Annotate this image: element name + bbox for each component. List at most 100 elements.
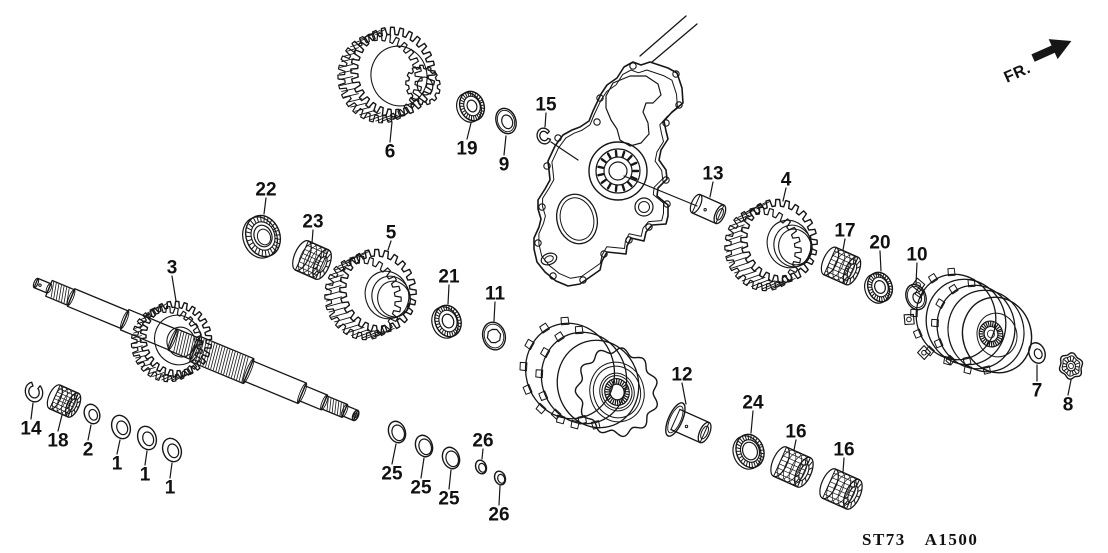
callout-13[interactable]: 13 bbox=[623, 164, 724, 207]
bearing-22 bbox=[242, 214, 282, 259]
callout-label[interactable]: 1 bbox=[112, 454, 123, 475]
callout-9[interactable]: 9 bbox=[499, 135, 510, 176]
callout-label[interactable]: 21 bbox=[438, 267, 460, 288]
gear-5 bbox=[324, 248, 417, 341]
callout-2[interactable]: 2 bbox=[83, 424, 94, 461]
callout-4[interactable]: 4 bbox=[781, 170, 792, 202]
bearing-19 bbox=[456, 90, 486, 123]
callout-25[interactable]: 25 bbox=[438, 469, 460, 510]
collar-13 bbox=[689, 193, 727, 225]
callout-label[interactable]: 7 bbox=[1032, 381, 1043, 402]
callout-label[interactable]: 4 bbox=[781, 170, 792, 191]
washer-7 bbox=[1028, 342, 1046, 364]
callout-label[interactable]: 17 bbox=[834, 221, 855, 242]
snap-ring-14 bbox=[24, 381, 44, 403]
callout-26[interactable]: 26 bbox=[472, 431, 494, 460]
callout-label[interactable]: 1 bbox=[165, 478, 176, 499]
fr-direction-indicator: FR. bbox=[1002, 39, 1072, 87]
callout-22[interactable]: 22 bbox=[255, 180, 277, 215]
callout-8[interactable]: 8 bbox=[1063, 379, 1074, 416]
callout-label[interactable]: 6 bbox=[385, 142, 396, 163]
needle-bearing-16b bbox=[819, 468, 863, 510]
bearing-24 bbox=[732, 433, 765, 470]
callout-label[interactable]: 16 bbox=[785, 422, 806, 443]
callout-label[interactable]: 8 bbox=[1063, 395, 1074, 416]
transmission-end-cover bbox=[533, 15, 698, 287]
gear-3 bbox=[130, 300, 213, 383]
ring-1b bbox=[136, 425, 158, 451]
callout-20[interactable]: 20 bbox=[869, 233, 891, 272]
callout-label[interactable]: 14 bbox=[20, 419, 42, 440]
needle-bearing-18 bbox=[46, 384, 82, 418]
callout-16[interactable]: 16 bbox=[785, 422, 807, 451]
bearing-21 bbox=[431, 304, 462, 339]
callout-25[interactable]: 25 bbox=[410, 457, 432, 499]
ring-1a bbox=[110, 414, 132, 440]
callout-11[interactable]: 11 bbox=[485, 284, 506, 322]
callout-label[interactable]: 20 bbox=[869, 233, 890, 254]
fr-label: FR. bbox=[1002, 60, 1034, 87]
callout-1[interactable]: 1 bbox=[165, 462, 176, 499]
callout-15[interactable]: 15 bbox=[535, 95, 579, 161]
needle-bearing-23 bbox=[292, 240, 332, 281]
callout-17[interactable]: 17 bbox=[834, 221, 856, 251]
callout-16[interactable]: 16 bbox=[833, 440, 855, 473]
callout-label[interactable]: 25 bbox=[438, 489, 460, 510]
callout-label[interactable]: 1 bbox=[140, 465, 151, 486]
figure-code: ST73 A1500 bbox=[862, 530, 978, 549]
callout-26[interactable]: 26 bbox=[488, 485, 510, 526]
callout-6[interactable]: 6 bbox=[385, 121, 396, 163]
callout-12[interactable]: 12 bbox=[671, 365, 693, 405]
callout-label[interactable]: 23 bbox=[302, 212, 323, 233]
callout-3[interactable]: 3 bbox=[167, 258, 178, 302]
thrust-washer-11 bbox=[481, 321, 507, 351]
callout-label[interactable]: 9 bbox=[499, 155, 510, 176]
clutch-assembly-right bbox=[903, 267, 1033, 375]
needle-bearing-17 bbox=[820, 246, 862, 286]
callout-label[interactable]: 11 bbox=[485, 284, 506, 305]
callout-label[interactable]: 25 bbox=[410, 478, 432, 499]
callout-label[interactable]: 24 bbox=[742, 393, 764, 414]
callout-21[interactable]: 21 bbox=[438, 267, 460, 305]
ring-1c bbox=[161, 437, 183, 463]
callout-label[interactable]: 5 bbox=[386, 223, 397, 244]
callout-23[interactable]: 23 bbox=[302, 212, 324, 244]
callout-label[interactable]: 13 bbox=[702, 164, 723, 185]
collar-12 bbox=[665, 402, 712, 444]
callout-label[interactable]: 25 bbox=[381, 464, 403, 485]
callout-label[interactable]: 18 bbox=[47, 431, 68, 452]
callout-10[interactable]: 10 bbox=[906, 245, 928, 284]
callout-1[interactable]: 1 bbox=[140, 450, 151, 486]
callout-14[interactable]: 14 bbox=[20, 402, 42, 440]
callout-label[interactable]: 2 bbox=[83, 440, 94, 461]
callout-19[interactable]: 19 bbox=[456, 122, 478, 160]
needle-bearing-16a bbox=[770, 446, 814, 488]
callout-label[interactable]: 22 bbox=[255, 180, 276, 201]
callout-label[interactable]: 15 bbox=[535, 95, 557, 116]
callout-7[interactable]: 7 bbox=[1032, 364, 1043, 402]
counter-gear-6 bbox=[337, 26, 441, 124]
callout-24[interactable]: 24 bbox=[742, 393, 764, 434]
callout-5[interactable]: 5 bbox=[386, 223, 397, 251]
callout-label[interactable]: 3 bbox=[167, 258, 178, 279]
callout-label[interactable]: 12 bbox=[671, 365, 692, 386]
seal-ring-25b bbox=[414, 434, 434, 458]
locknut-8 bbox=[1058, 352, 1084, 380]
callout-18[interactable]: 18 bbox=[47, 414, 69, 452]
callout-label[interactable]: 16 bbox=[833, 440, 854, 461]
snap-ring-15 bbox=[536, 127, 552, 145]
callout-label[interactable]: 19 bbox=[456, 139, 477, 160]
callout-25[interactable]: 25 bbox=[381, 443, 403, 485]
mainshaft bbox=[32, 277, 360, 422]
callout-label[interactable]: 26 bbox=[488, 505, 509, 526]
washer-10 bbox=[905, 283, 927, 311]
callout-1[interactable]: 1 bbox=[112, 439, 123, 475]
o-ring-26b bbox=[493, 470, 507, 486]
callout-label[interactable]: 10 bbox=[906, 245, 927, 266]
o-ring-26a bbox=[474, 459, 488, 475]
o-ring-2 bbox=[83, 403, 101, 425]
callout-label[interactable]: 26 bbox=[472, 431, 493, 452]
seal-ring-25a bbox=[387, 420, 407, 444]
